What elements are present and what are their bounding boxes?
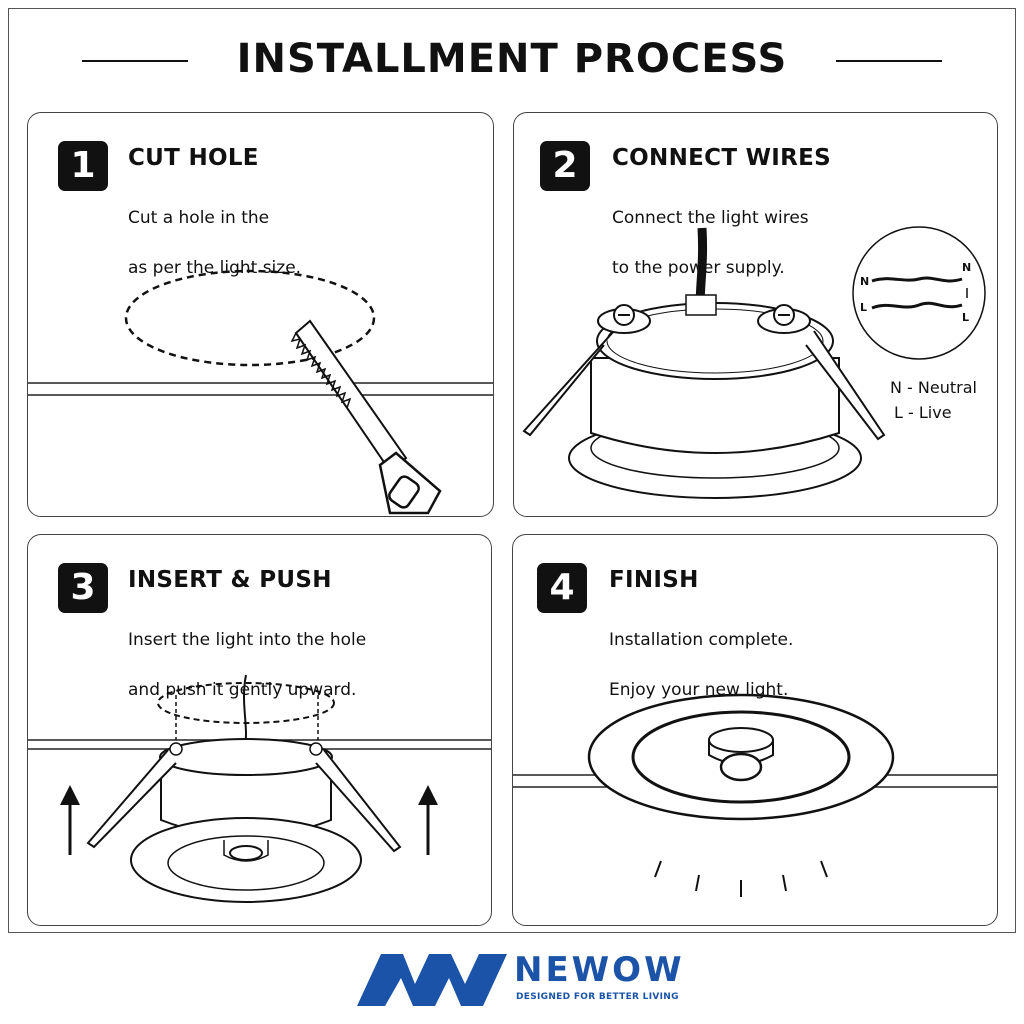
wire-label-l: L: [860, 301, 867, 314]
step-description: Insert the light into the hole and push …: [128, 603, 488, 728]
wiring-legend: N - Neutral L - Live: [890, 375, 977, 425]
saw-icon: [290, 319, 442, 515]
step-3-panel: 3 INSERT & PUSH Insert the light into th…: [27, 534, 492, 926]
up-arrow-icon: [60, 785, 80, 855]
wire-label-n: N: [860, 275, 869, 288]
page-title: INSTALLMENT PROCESS: [236, 36, 788, 82]
step-description-line: Enjoy your new light.: [609, 680, 789, 700]
step-description-line: Cut a hole in the: [128, 208, 270, 228]
step-2-panel: N L N L 2 CONNECT WIRES Connect the ligh…: [513, 112, 998, 517]
step-1-panel: 1 CUT HOLE Cut a hole in the as per the …: [27, 112, 494, 517]
step-number-badge: 3: [58, 563, 108, 613]
brand-tagline: DESIGNED FOR BETTER LIVING: [516, 992, 679, 1002]
step-description-line: Installation complete.: [609, 630, 794, 650]
brand-name: NEWOW: [514, 950, 685, 990]
step-number-badge: 4: [537, 563, 587, 613]
step-description-line: as per the light size.: [128, 258, 302, 278]
wire-label-n: N: [962, 261, 971, 274]
legend-live: L - Live: [894, 403, 952, 422]
up-arrow-icon: [418, 785, 438, 855]
screw-terminal-icon: [597, 304, 651, 334]
connect-wires-illustration: N L N L: [522, 226, 986, 499]
step-description: Cut a hole in the as per the light size.: [128, 181, 488, 306]
step-4-panel: 4 FINISH Installation complete. Enjoy yo…: [512, 534, 998, 926]
step-description-line: and push it gently upward.: [128, 680, 357, 700]
step-description-line: Insert the light into the hole: [128, 630, 367, 650]
finish-illustration: [513, 693, 997, 897]
step-description-line: to the power supply.: [612, 258, 785, 278]
brand-mark-icon: [357, 954, 507, 1006]
step-description-line: Connect the light wires: [612, 208, 809, 228]
cut-hole-illustration: [28, 269, 493, 515]
wire-label-l: L: [962, 311, 969, 324]
step-title: CONNECT WIRES: [612, 145, 832, 171]
step-description: Installation complete. Enjoy your new li…: [609, 603, 969, 728]
title-rule-left: [82, 60, 188, 62]
legend-neutral: N - Neutral: [890, 378, 977, 397]
wiring-diagram-icon: [852, 226, 986, 360]
step-title: CUT HOLE: [128, 145, 259, 171]
step-number-badge: 2: [540, 141, 590, 191]
light-rays-icon: [654, 860, 828, 897]
title-rule-right: [836, 60, 942, 62]
step-title: FINISH: [609, 567, 699, 593]
step-title: INSERT & PUSH: [128, 567, 332, 593]
insert-push-illustration: [28, 674, 491, 903]
step-description: Connect the light wires to the power sup…: [612, 181, 972, 306]
brand-logo: NEWOW DESIGNED FOR BETTER LIVING: [357, 950, 682, 1010]
screw-terminal-icon: [757, 304, 811, 334]
step-number-badge: 1: [58, 141, 108, 191]
